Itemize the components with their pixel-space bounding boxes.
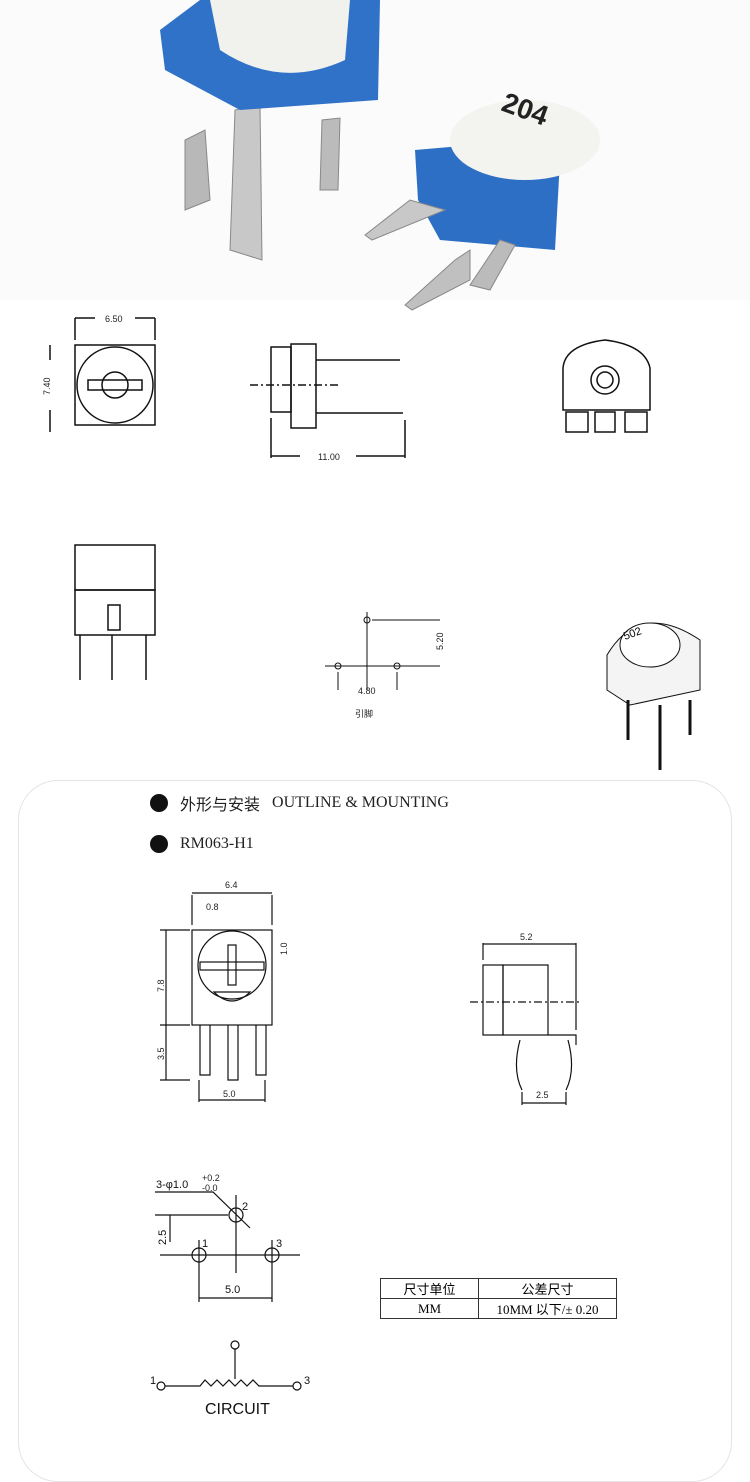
hole-pattern-drawing bbox=[155, 1191, 300, 1302]
section-title-en: OUTLINE & MOUNTING bbox=[272, 794, 449, 811]
dimension-label: 5.0 bbox=[223, 1089, 236, 1099]
pin-number: 3 bbox=[304, 1375, 310, 1387]
product-photo: 204 bbox=[0, 0, 750, 311]
product-sketch: 502 bbox=[606, 622, 701, 770]
dimension-label: 4.80 bbox=[358, 686, 376, 696]
pin-caption: 引脚 bbox=[355, 709, 373, 719]
dimension-label: 5.2 bbox=[520, 932, 533, 942]
table-row: MM 10MM 以下/± 0.20 bbox=[380, 1298, 617, 1319]
dimension-label: 11.00 bbox=[318, 452, 340, 462]
table-header-row: 尺寸单位 公差尺寸 bbox=[380, 1278, 617, 1299]
top-front-drawing bbox=[49, 317, 156, 432]
side-view-drawing bbox=[470, 943, 580, 1105]
dimension-label: 7.40 bbox=[42, 377, 52, 395]
circuit-symbol bbox=[156, 1340, 302, 1391]
table-header: 公差尺寸 bbox=[478, 1278, 617, 1299]
dimension-label: 6.4 bbox=[225, 880, 238, 890]
circuit-label: CIRCUIT bbox=[205, 1401, 270, 1418]
section-heading: 外形与安装 OUTLINE & MOUNTING bbox=[150, 791, 449, 815]
table-cell: MM bbox=[380, 1298, 479, 1319]
pin-number: 1 bbox=[150, 1375, 156, 1387]
bullet-icon bbox=[150, 835, 168, 853]
front-view-drawing bbox=[160, 892, 273, 1102]
tolerance-plus: +0.2 bbox=[202, 1173, 220, 1183]
dimension-label: 2.5 bbox=[536, 1090, 549, 1100]
model-heading: RM063-H1 bbox=[150, 835, 254, 853]
knob-label-small: 502 bbox=[622, 625, 643, 643]
hole-spec: 3-φ1.0 bbox=[156, 1179, 188, 1191]
bottom-view-drawing bbox=[74, 544, 156, 680]
tolerance-minus: -0.0 bbox=[202, 1183, 218, 1193]
pin-layout-drawing bbox=[325, 612, 440, 690]
dimension-label: 5.20 bbox=[435, 632, 445, 650]
table-header: 尺寸单位 bbox=[380, 1278, 479, 1299]
top-rear-drawing bbox=[562, 339, 651, 433]
content-card bbox=[18, 780, 732, 1482]
dimension-label: 5.0 bbox=[225, 1284, 240, 1296]
pin-number: 1 bbox=[202, 1238, 208, 1250]
dimension-label: 0.8 bbox=[206, 902, 219, 912]
dimension-label: 2.5 bbox=[157, 1230, 169, 1245]
dimension-label: 7.8 bbox=[156, 979, 166, 992]
pin-number: 3 bbox=[276, 1238, 282, 1250]
top-side-drawing bbox=[250, 343, 406, 458]
dimension-label: 6.50 bbox=[105, 314, 123, 324]
model-name: RM063-H1 bbox=[180, 835, 254, 852]
table-cell: 10MM 以下/± 0.20 bbox=[478, 1298, 617, 1319]
pin-number: 2 bbox=[242, 1201, 248, 1213]
section-title-cn: 外形与安装 bbox=[180, 797, 261, 814]
bullet-icon bbox=[150, 794, 168, 812]
tolerance-table: 尺寸单位 公差尺寸 MM 10MM 以下/± 0.20 bbox=[380, 1278, 617, 1319]
dimension-label: 1.0 bbox=[279, 942, 289, 955]
dimension-label: 3.5 bbox=[156, 1047, 166, 1060]
